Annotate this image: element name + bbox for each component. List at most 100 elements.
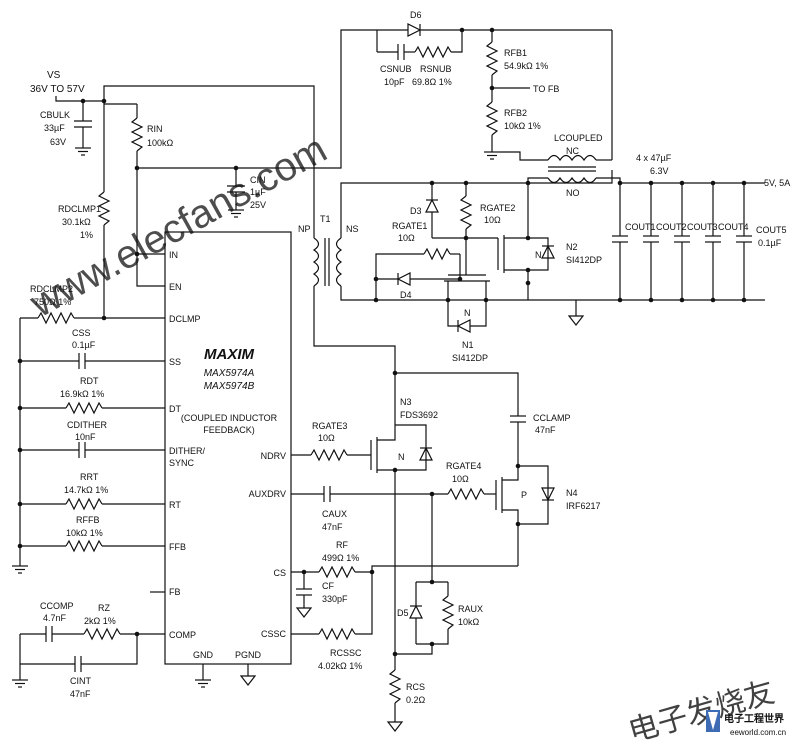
coupled-inductor: LCOUPLED NC NO 4 x 47µF 6.3V 5V, 5A (500, 133, 790, 198)
pin-fb: FB (169, 587, 181, 597)
pin-gnd: GND (193, 650, 214, 660)
cout4-junction-top (710, 180, 716, 186)
rrt-value: 14.7kΩ 1% (64, 485, 108, 495)
pin-cssc: CSSC (261, 629, 287, 639)
rrt-name: RRT (80, 472, 99, 482)
n4-name: N4 (566, 488, 578, 498)
caux-name: CAUX (322, 509, 347, 519)
pin-dither: DITHER/ (169, 446, 205, 456)
cout1-junction-bottom (617, 297, 623, 303)
cout5-name: COUT5 (756, 225, 787, 235)
rfb2-name: RFB2 (504, 108, 527, 118)
output-capacitors: COUT1 COUT2 COUT3 COUT4 COUT5 0.1µF (612, 180, 787, 303)
pin-ffb: FFB (169, 542, 186, 552)
rin-name: RIN (147, 124, 163, 134)
caux-value: 47nF (322, 522, 343, 532)
rdclmp2-value: 750Ω 1% (34, 297, 71, 307)
rf-value: 499Ω 1% (322, 553, 359, 563)
cout-voltage: 6.3V (650, 166, 669, 176)
to-fb-label: TO FB (533, 84, 559, 94)
d3-name: D3 (410, 206, 422, 216)
pin-pgnd: PGND (235, 650, 262, 660)
rdt-name: RDT (80, 376, 99, 386)
rsnub-value: 69.8Ω 1% (412, 77, 452, 87)
cin-name: CIN (250, 175, 266, 185)
pin-auxdrv: AUXDRV (249, 489, 286, 499)
t1-np: NP (298, 224, 311, 234)
vout-label: 5V, 5A (764, 178, 790, 188)
left-network: RDCLMP1 30.1kΩ 1% RDCLMP2 750Ω 1% CSS 0.… (11, 101, 256, 699)
cout4-name: COUT4 (718, 222, 749, 232)
cint-name: CINT (70, 676, 91, 686)
pin-rt: RT (169, 500, 181, 510)
rdclmp1-tol: 1% (80, 230, 93, 240)
pin-ndrv: NDRV (261, 451, 286, 461)
eeworld-url: eeworld.com.cn (730, 728, 786, 737)
cin-value: 1µF (250, 187, 266, 197)
n3-name: N3 (400, 397, 412, 407)
rgate3-name: RGATE3 (312, 421, 347, 431)
eeworld-name: 电子工程世界 (724, 712, 784, 725)
cout3-name: COUT3 (687, 222, 718, 232)
rffb-value: 10kΩ 1% (66, 528, 103, 538)
n2-part: SI412DP (566, 255, 602, 265)
rgate2-name: RGATE2 (480, 203, 515, 213)
primary-switch: CCLAMP 47nF N N3 FDS3692 RGATE3 10Ω CAUX… (291, 370, 601, 732)
rgate4-name: RGATE4 (446, 461, 481, 471)
rgate2-value: 10Ω (484, 215, 501, 225)
cclamp-name: CCLAMP (533, 413, 571, 423)
rf-name: RF (336, 540, 348, 550)
n1-type: N (464, 308, 471, 318)
cout2-name: COUT2 (656, 222, 687, 232)
transformer-t1: T1 NP NS (298, 170, 765, 420)
csnub-value: 10pF (384, 77, 405, 87)
lcoupled-name: LCOUPLED (554, 133, 603, 143)
cbulk-name: CBULK (40, 110, 70, 120)
rcssc-name: RCSSC (330, 648, 362, 658)
rgate4-value: 10Ω (452, 474, 469, 484)
css-name: CSS (72, 328, 91, 338)
rfb2-value: 10kΩ 1% (504, 121, 541, 131)
rdclmp1-name: RDCLMP1 (58, 204, 101, 214)
controller-ic: MAXIM MAX5974A MAX5974B (COUPLED INDUCTO… (164, 231, 292, 665)
pin-cs: CS (273, 568, 286, 578)
cout5-junction-bottom (741, 297, 747, 303)
cout4-junction-bottom (710, 297, 716, 303)
ccomp-value: 4.7nF (43, 613, 67, 623)
cf-name: CF (322, 581, 334, 591)
rdt-value: 16.9kΩ 1% (60, 389, 104, 399)
ic-mode-line1: (COUPLED INDUCTOR (181, 413, 278, 423)
cdither-name: CDITHER (67, 420, 107, 430)
cout5-junction-top (741, 180, 747, 186)
d5-name: D5 (397, 608, 409, 618)
cdither-value: 10nF (75, 432, 96, 442)
cout1-junction-top (617, 180, 623, 186)
rcssc-value: 4.02kΩ 1% (318, 661, 362, 671)
rfb1-name: RFB1 (504, 48, 527, 58)
rz-name: RZ (98, 603, 110, 613)
input-supply: VS 36V TO 57V CBULK 33µF 63V RIN 100kΩ C… (30, 29, 377, 287)
cout3-junction-bottom (679, 297, 685, 303)
lcoupled-no: NO (566, 188, 580, 198)
cout-count: 4 x 47µF (636, 153, 672, 163)
cout3-junction-top (679, 180, 685, 186)
rcs-value: 0.2Ω (406, 695, 426, 705)
cint-value: 47nF (70, 689, 91, 699)
n4-type: P (521, 490, 527, 500)
pin-dclmp: DCLMP (169, 314, 201, 324)
cbulk-value: 33µF (44, 123, 65, 133)
n3-type: N (398, 452, 405, 462)
n3-part: FDS3692 (400, 410, 438, 420)
ic-part-a: MAX5974A (204, 368, 255, 379)
pin-ss: SS (169, 357, 181, 367)
cout1-name: COUT1 (625, 222, 656, 232)
eeworld-logo: 电子工程世界 eeworld.com.cn (706, 710, 786, 737)
pin-en: EN (169, 282, 182, 292)
d6-name: D6 (410, 10, 422, 20)
rfb1-value: 54.9kΩ 1% (504, 61, 548, 71)
rgate1-name: RGATE1 (392, 221, 427, 231)
rdclmp1-value: 30.1kΩ (62, 217, 91, 227)
n2-name: N2 (566, 242, 578, 252)
raux-value: 10kΩ (458, 617, 480, 627)
